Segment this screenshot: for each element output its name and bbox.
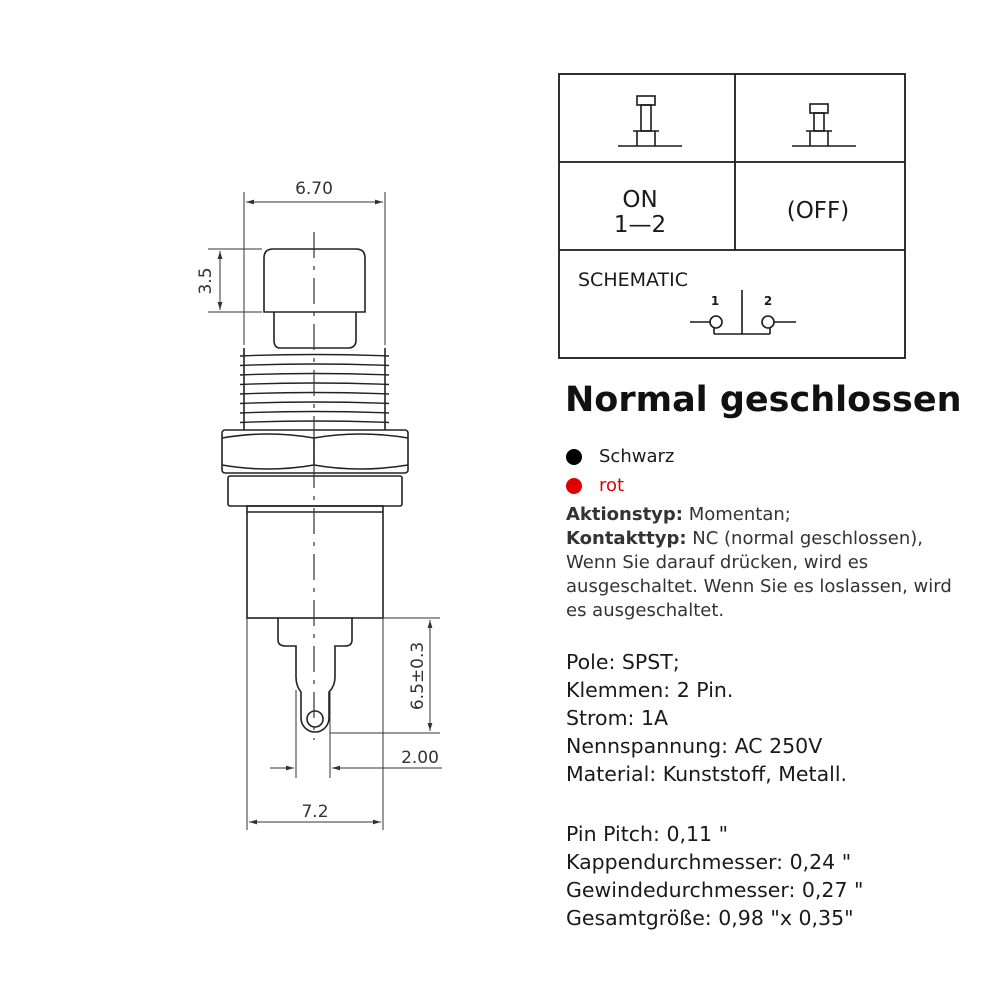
red-dot-icon [566, 477, 582, 494]
color-option-red: rot [566, 471, 674, 500]
spec-item: Strom: 1A [566, 706, 669, 730]
action-type-label: Aktionstyp: [566, 504, 683, 525]
contact-type: Kontakttyp: NC (normal geschlossen), Wen… [566, 527, 966, 623]
thread [243, 348, 386, 430]
nut [221, 429, 409, 474]
dimension-spec-item: Gesamtgröße: 0,98 "x 0,35" [566, 906, 854, 930]
switch-body [221, 248, 409, 733]
dimensions [208, 192, 442, 830]
dimension-spec-item: Kappendurchmesser: 0,24 " [566, 850, 852, 874]
button-pressed-icon [792, 103, 856, 147]
color-options: Schwarz rot [566, 442, 674, 500]
spec-list: Pole: SPST; Klemmen: 2 Pin. Strom: 1A Ne… [566, 648, 847, 788]
spec-item: Nennspannung: AC 250V [566, 734, 823, 758]
button-released-icon [618, 95, 682, 147]
spec-item: Material: Kunststoff, Metall. [566, 762, 848, 786]
dimension-spec-item: Pin Pitch: 0,11 " [566, 822, 729, 846]
schematic-pin1: 1 [711, 294, 719, 308]
nc-switch-symbol [690, 290, 796, 335]
thread-ridge [239, 410, 390, 414]
dim-bottom-width: 7.2 [301, 802, 328, 822]
dim-top-width: 6.70 [295, 179, 333, 199]
thread-ridge [239, 363, 390, 367]
housing [246, 505, 384, 619]
state-right: (OFF) [787, 198, 850, 224]
contact-type-label: Kontakttyp: [566, 528, 687, 549]
color-label-red: rot [599, 475, 625, 496]
contact-type-value: NC (normal geschlossen), Wenn Sie darauf… [566, 528, 952, 621]
dimension-spec-item: Gewindedurchmesser: 0,27 " [566, 878, 864, 902]
cap [263, 248, 366, 313]
plunger [273, 312, 357, 349]
dim-cap-height: 3.5 [196, 267, 216, 294]
black-dot-icon [566, 448, 582, 465]
state-left-line1: ON [622, 187, 657, 213]
state-left-line2: 1—2 [614, 212, 666, 238]
color-label-black: Schwarz [599, 446, 675, 467]
washer [227, 475, 403, 507]
page-title: Normal geschlossen [565, 380, 962, 420]
dim-pin-length: 6.5±0.3 [408, 642, 428, 710]
description: Aktionstyp: Momentan; Kontakttyp: NC (no… [566, 503, 966, 623]
dim-pin-pitch: 2.00 [401, 748, 439, 768]
thread-ridge [239, 353, 390, 357]
action-type-value: Momentan; [683, 504, 791, 525]
spec-item: Klemmen: 2 Pin. [566, 678, 734, 702]
dimension-spec-list: Pin Pitch: 0,11 " Kappendurchmesser: 0,2… [566, 820, 863, 932]
color-option-black: Schwarz [566, 442, 674, 471]
schematic-label: SCHEMATIC [578, 269, 688, 291]
thread-ridge [239, 401, 390, 405]
state-table [558, 73, 906, 359]
terminals [277, 618, 353, 733]
action-type: Aktionstyp: Momentan; [566, 503, 966, 527]
schematic-pin2: 2 [764, 294, 772, 308]
spec-item: Pole: SPST; [566, 650, 680, 674]
